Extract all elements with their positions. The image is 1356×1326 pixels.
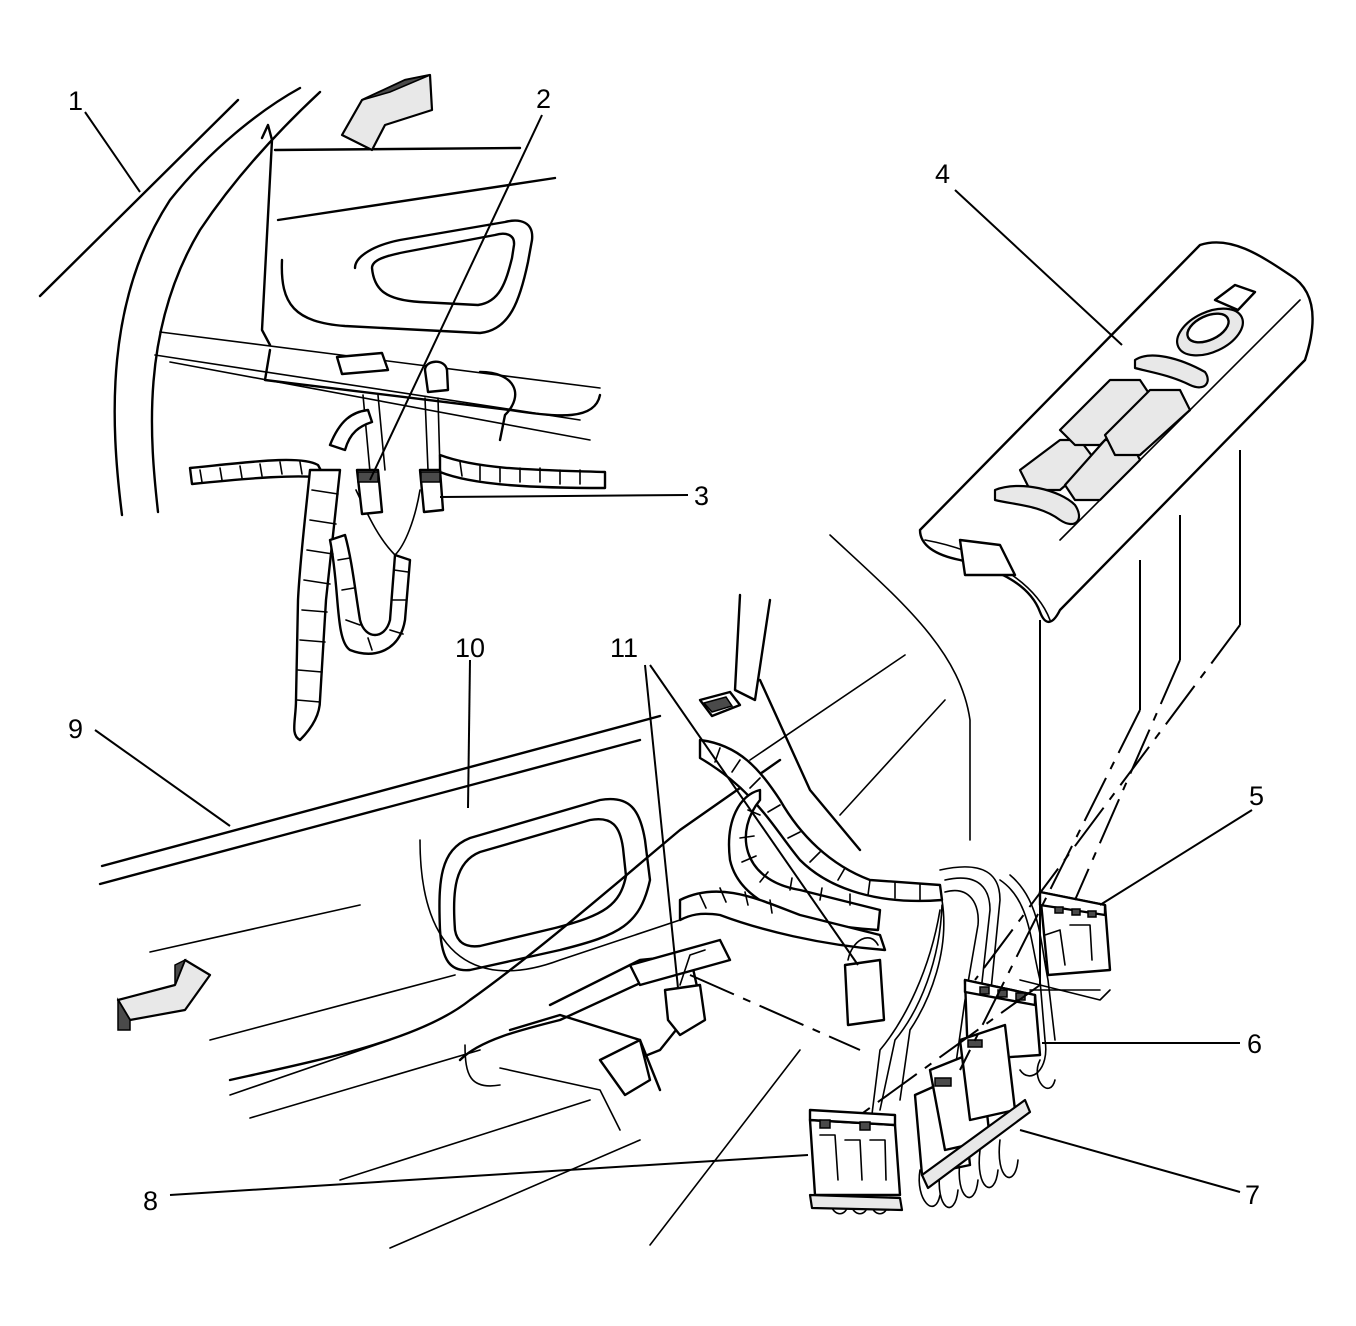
callout-6: 6 bbox=[1247, 1029, 1262, 1059]
connector-7 bbox=[913, 1023, 1032, 1190]
door-edge-view bbox=[38, 86, 602, 517]
callout-1: 1 bbox=[68, 86, 83, 116]
main-harness bbox=[663, 738, 1111, 1215]
connectors-2-3 bbox=[355, 468, 445, 516]
callout-4: 4 bbox=[935, 159, 950, 189]
callout-11: 11 bbox=[610, 633, 638, 663]
connector-8 bbox=[808, 1108, 904, 1212]
callout-3: 3 bbox=[694, 481, 709, 511]
callout-2: 2 bbox=[536, 84, 551, 114]
callout-8: 8 bbox=[143, 1186, 158, 1216]
callout-5: 5 bbox=[1249, 781, 1264, 811]
callout-10: 10 bbox=[455, 633, 485, 663]
callout-7: 7 bbox=[1245, 1180, 1260, 1210]
direction-arrow-lower bbox=[116, 958, 212, 1031]
leader-lines bbox=[84, 111, 1253, 1196]
window-switch-4 bbox=[918, 241, 1314, 624]
connection-lines bbox=[689, 450, 1241, 1116]
direction-arrow-upper bbox=[340, 73, 434, 152]
connector-5 bbox=[1038, 890, 1112, 977]
upper-harness bbox=[188, 408, 607, 742]
callout-9: 9 bbox=[68, 714, 83, 744]
callout-labels: 1 2 3 4 5 6 7 8 9 10 11 bbox=[68, 84, 1264, 1216]
door-trim-panel bbox=[98, 534, 971, 1249]
